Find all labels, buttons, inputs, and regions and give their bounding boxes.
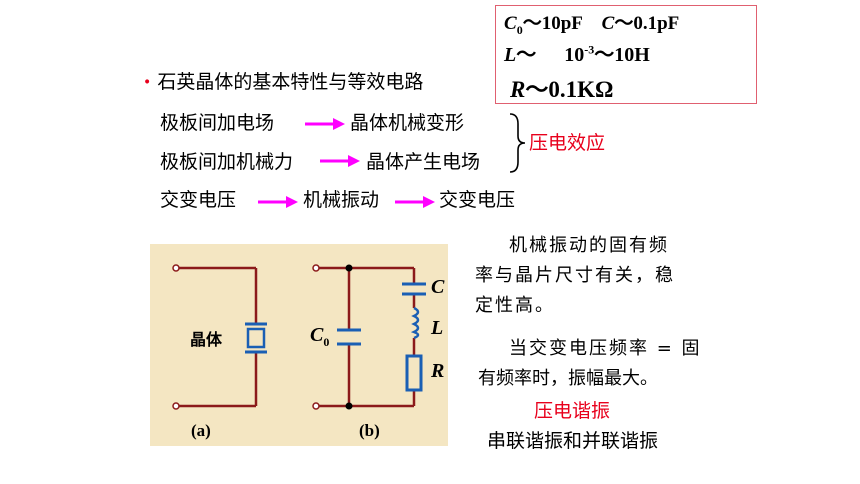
effect-row2-cause: 极板间加机械力 (160, 151, 294, 173)
heading-bullet: • (143, 74, 152, 91)
resonance-title: 压电谐振 (534, 400, 611, 422)
c0-value: ～10pF (522, 13, 583, 34)
chain-step-3: 交变电压 (439, 189, 516, 211)
brace-icon (509, 113, 526, 173)
crystal-label: 晶体 (190, 330, 223, 349)
r-value: ～0.1KΩ (525, 77, 614, 102)
c-value: ～0.1pF (614, 13, 680, 34)
note-1-line-3: 定性高。 (475, 295, 555, 316)
arrow-right-icon (320, 155, 360, 167)
resonance-types: 串联谐振和并联谐振 (487, 430, 659, 452)
arrow-right-icon (258, 196, 298, 208)
r-label: R (431, 360, 445, 382)
chain-step-1: 交变电压 (160, 189, 237, 211)
l-separator: ～ (516, 44, 537, 66)
note-2-line-1: 当交变电压频率 = 固 (509, 338, 702, 359)
l-value-base: 10 (564, 44, 585, 66)
arrow-right-icon (305, 118, 345, 130)
capacitor-c0-icon (337, 328, 361, 346)
param-r-line: R～0.1KΩ (510, 70, 613, 104)
c-symbol: C (601, 13, 615, 34)
l-label: L (431, 317, 444, 339)
note-1-line-1: 机械振动的固有频 (509, 235, 669, 256)
r-symbol: R (510, 77, 526, 102)
c-label: C (431, 276, 445, 298)
crystal-symbol-icon (245, 322, 267, 354)
circuit-drawing (172, 264, 426, 410)
c0-symbol: C (504, 13, 517, 34)
effect-row2-result: 晶体产生电场 (366, 151, 481, 173)
arrow-right-icon (395, 196, 435, 208)
piezo-effect-label: 压电效应 (529, 132, 606, 154)
l-value-exponent: -3 (584, 42, 595, 57)
effect-row1-result: 晶体机械变形 (350, 112, 465, 134)
c0-subscript: 0 (516, 22, 523, 37)
param-l-line: L～ 10-3～10H (504, 38, 650, 67)
capacitor-c-icon (402, 282, 426, 296)
c0-label: C0 (310, 324, 329, 350)
chain-step-2: 机械振动 (303, 189, 380, 211)
inductor-icon (410, 306, 420, 340)
parameter-box: C0～10pF C～0.1pF L～ 10-3～10H R～0.1KΩ (495, 5, 757, 104)
c0-label-symbol: C (310, 324, 324, 346)
equivalent-circuit-figure: 晶体 C0 C L R (a) (b) (150, 244, 448, 446)
l-symbol: L (504, 44, 517, 66)
resistor-icon (405, 354, 423, 392)
caption-a: (a) (191, 421, 211, 440)
section-heading: • 石英晶体的基本特性与等效电路 (143, 70, 423, 95)
note-2-line-2: 有频率时，振幅最大。 (478, 368, 658, 389)
l-value-range: ～10H (594, 44, 650, 66)
caption-b: (b) (359, 421, 380, 440)
heading-text: 石英晶体的基本特性与等效电路 (157, 71, 424, 93)
c0-label-subscript: 0 (323, 335, 330, 349)
note-1-line-2: 率与晶片尺寸有关，稳 (475, 265, 675, 286)
effect-row1-cause: 极板间加电场 (160, 112, 275, 134)
param-c0-line: C0～10pF C～0.1pF (504, 8, 679, 38)
